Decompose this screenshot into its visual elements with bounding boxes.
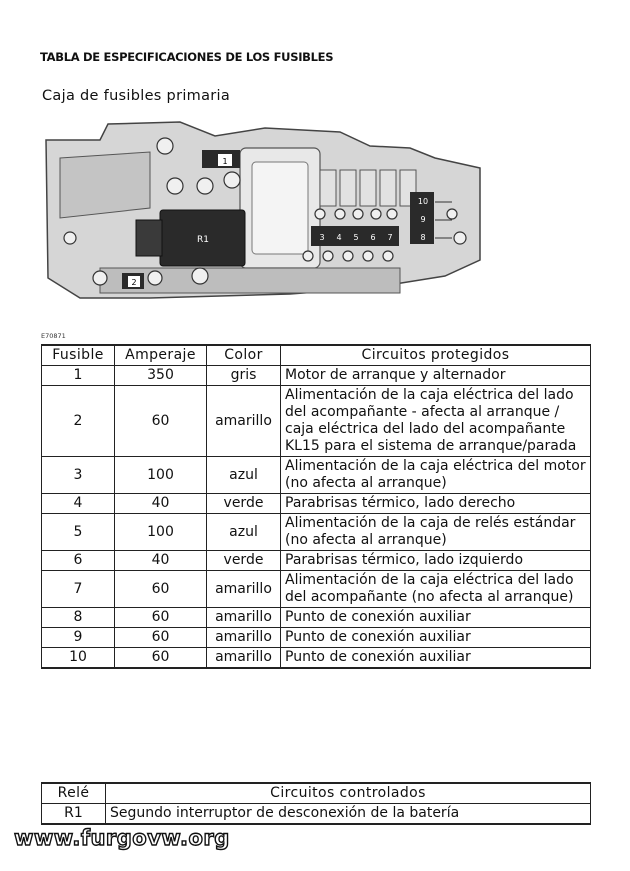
section-title: TABLA DE ESPECIFICACIONES DE LOS FUSIBLE… bbox=[40, 50, 334, 64]
fuse-specification-table: Fusible Amperaje Color Circuitos protegi… bbox=[41, 344, 591, 669]
fuse-number: 2 bbox=[41, 385, 115, 457]
fuse-circuit: Alimentación de la caja de relés estánda… bbox=[280, 513, 591, 551]
fuse-10-label: 10 bbox=[418, 197, 428, 206]
fuse-color: amarillo bbox=[206, 570, 281, 608]
table-row: R1 Segundo interruptor de desconexión de… bbox=[41, 803, 591, 825]
fuse-circuit: Parabrisas térmico, lado derecho bbox=[280, 493, 591, 514]
fuse-5-label: 5 bbox=[353, 233, 358, 242]
relay-r1-label: R1 bbox=[197, 235, 209, 245]
figure-id: E70871 bbox=[41, 332, 66, 340]
fuse-color: verde bbox=[206, 493, 281, 514]
fuse-amperage: 60 bbox=[114, 385, 207, 457]
fuse-9-label: 9 bbox=[420, 215, 425, 224]
fuse-number: 10 bbox=[41, 647, 115, 669]
fuse-circuit: Motor de arranque y alternador bbox=[280, 365, 591, 386]
fuse-color: verde bbox=[206, 550, 281, 571]
fuse-box-illustration: R1 1 2 3 4 5 6 7 10 9 8 bbox=[45, 121, 481, 299]
fuse-number: 8 bbox=[41, 607, 115, 628]
fuse-number: 6 bbox=[41, 550, 115, 571]
relay-circuit: Segundo interruptor de desconexión de la… bbox=[105, 803, 591, 825]
fuse-color: amarillo bbox=[206, 647, 281, 669]
fuse-4-label: 4 bbox=[336, 233, 341, 242]
fuse-amperage: 60 bbox=[114, 570, 207, 608]
fuse-7-label: 7 bbox=[387, 233, 392, 242]
fuse-color: azul bbox=[206, 513, 281, 551]
relay-table-header-row: Relé Circuitos controlados bbox=[41, 782, 591, 804]
relay-id: R1 bbox=[41, 803, 106, 825]
fuse-amperage: 60 bbox=[114, 627, 207, 648]
fuse-color: amarillo bbox=[206, 385, 281, 457]
figure-subtitle: Caja de fusibles primaria bbox=[42, 88, 231, 104]
fuse-number: 1 bbox=[41, 365, 115, 386]
fuse-circuit: Punto de conexión auxiliar bbox=[280, 647, 591, 669]
fuse-number: 9 bbox=[41, 627, 115, 648]
watermark: www.furgovw.org bbox=[13, 825, 230, 850]
column-header-color: Color bbox=[206, 344, 281, 366]
fuse-1-label: 1 bbox=[222, 157, 227, 166]
relay-table: Relé Circuitos controlados R1 Segundo in… bbox=[41, 782, 591, 825]
fuse-number: 7 bbox=[41, 570, 115, 608]
fuse-color: amarillo bbox=[206, 627, 281, 648]
fuse-8-label: 8 bbox=[420, 233, 425, 242]
fuse-circuit: Punto de conexión auxiliar bbox=[280, 607, 591, 628]
column-header-circuits: Circuitos protegidos bbox=[280, 344, 591, 366]
fuse-circuit: Parabrisas térmico, lado izquierdo bbox=[280, 550, 591, 571]
fuse-table-header-row: Fusible Amperaje Color Circuitos protegi… bbox=[41, 344, 591, 366]
fuse-amperage: 40 bbox=[114, 493, 207, 514]
fuse-amperage: 40 bbox=[114, 550, 207, 571]
fuse-amperage: 60 bbox=[114, 607, 207, 628]
fuse-amperage: 350 bbox=[114, 365, 207, 386]
fuse-number: 4 bbox=[41, 493, 115, 514]
column-header-fuse: Fusible bbox=[41, 344, 115, 366]
fuse-color: gris bbox=[206, 365, 281, 386]
fuse-number: 5 bbox=[41, 513, 115, 551]
column-header-amperage: Amperaje bbox=[114, 344, 207, 366]
column-header-controlled-circuits: Circuitos controlados bbox=[105, 782, 591, 804]
fuse-6-label: 6 bbox=[370, 233, 375, 242]
fuse-amperage: 100 bbox=[114, 456, 207, 494]
fuse-color: amarillo bbox=[206, 607, 281, 628]
fuse-2-label: 2 bbox=[131, 278, 136, 287]
fuse-amperage: 100 bbox=[114, 513, 207, 551]
fuse-circuit: Alimentación de la caja eléctrica del mo… bbox=[280, 456, 591, 494]
fuse-number: 3 bbox=[41, 456, 115, 494]
fuse-circuit: Alimentación de la caja eléctrica del la… bbox=[280, 570, 591, 608]
fuse-color: azul bbox=[206, 456, 281, 494]
fuse-circuit: Alimentación de la caja eléctrica del la… bbox=[280, 385, 591, 457]
fuse-amperage: 60 bbox=[114, 647, 207, 669]
fuse-circuit: Punto de conexión auxiliar bbox=[280, 627, 591, 648]
column-header-relay: Relé bbox=[41, 782, 106, 804]
fuse-3-label: 3 bbox=[319, 233, 324, 242]
